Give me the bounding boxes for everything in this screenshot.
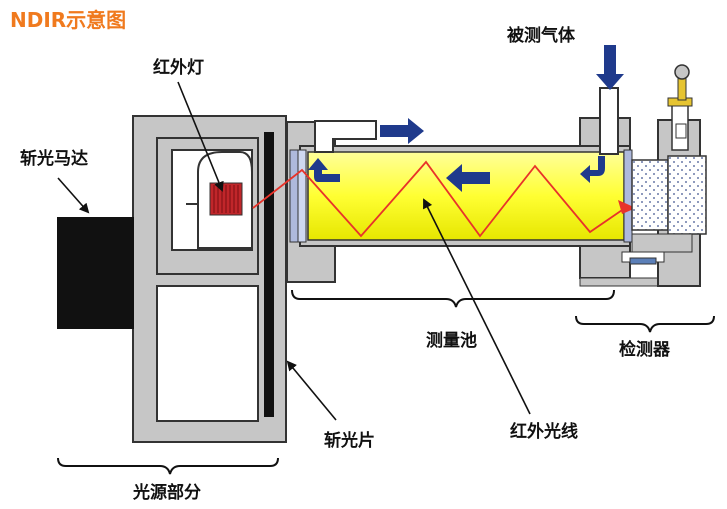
label-chopper: 斩光片 <box>324 430 375 451</box>
ir-beam-head <box>618 200 636 214</box>
label-gas: 被测气体 <box>507 25 576 46</box>
ir-beam-source <box>252 169 303 209</box>
outlet-pipe <box>314 120 377 153</box>
detector <box>579 64 707 287</box>
chopper-motor-block <box>57 217 134 329</box>
diagram-title: NDIR示意图 <box>10 8 126 32</box>
chopper-blade <box>264 132 274 417</box>
measurement-cell <box>286 117 633 283</box>
leader-ir-ray <box>423 198 531 415</box>
flow-arrow-right-bend <box>580 156 605 183</box>
label-ir-ray: 红外光线 <box>510 421 578 442</box>
label-cell: 测量池 <box>426 330 477 351</box>
brace-cell <box>291 289 615 308</box>
label-chopper-motor: 斩光马达 <box>20 148 88 169</box>
flow-arrow-gas-in <box>596 45 624 90</box>
leader-ir-lamp <box>177 81 224 192</box>
label-ir-lamp: 红外灯 <box>153 57 204 78</box>
brace-detector <box>575 315 715 333</box>
brace-source <box>57 457 279 475</box>
flow-arrows <box>308 45 624 192</box>
leader-lines <box>57 81 531 421</box>
ir-lamp <box>186 151 253 249</box>
flow-arrow-middle <box>446 164 490 192</box>
braces <box>57 289 715 475</box>
inlet-pipe <box>599 87 619 155</box>
label-source-part: 光源部分 <box>132 482 201 503</box>
flow-arrow-left-bend <box>308 158 340 182</box>
label-detector: 检测器 <box>619 339 671 360</box>
leader-motor <box>57 177 90 214</box>
ir-beam <box>252 160 629 238</box>
leader-chopper <box>286 360 337 421</box>
flow-arrow-out <box>380 118 424 144</box>
